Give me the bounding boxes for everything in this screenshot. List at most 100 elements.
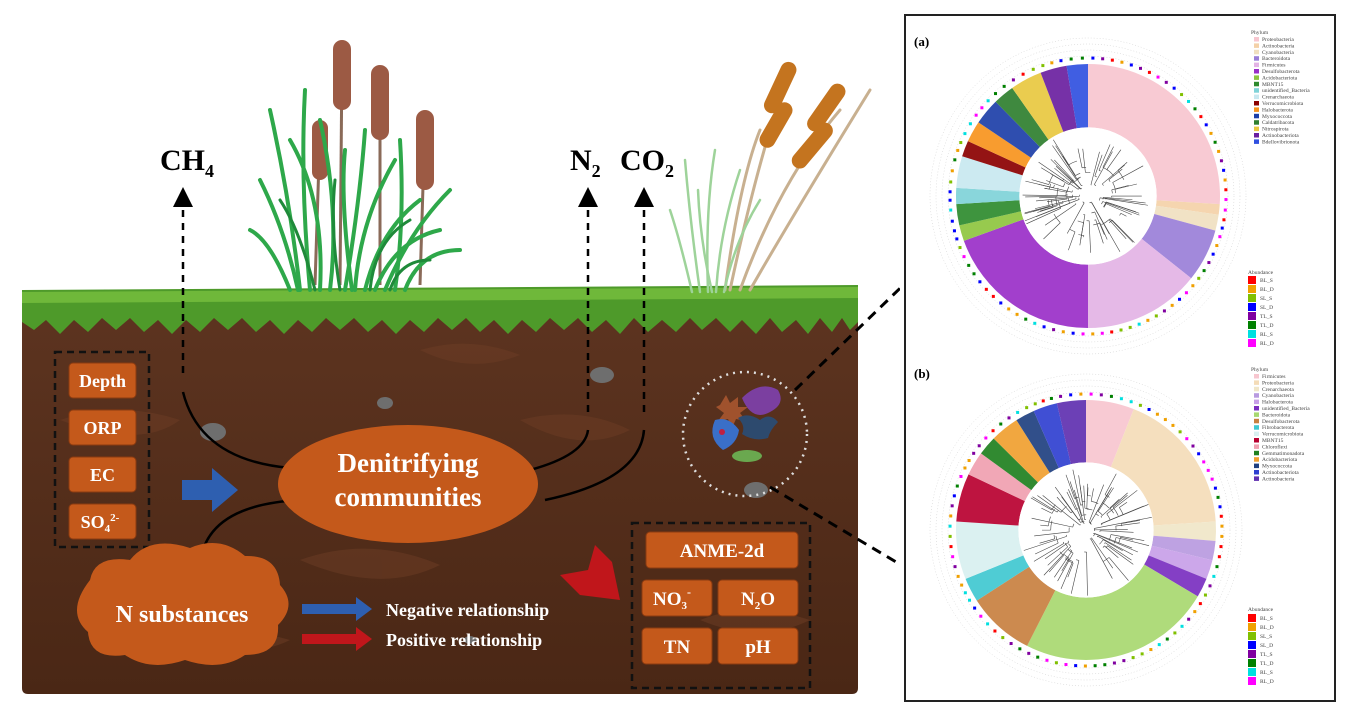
tree-branch [1042, 520, 1053, 531]
tree-branch [1086, 220, 1091, 253]
phylum-legend-swatch [1254, 374, 1259, 379]
abundance-mark [1007, 416, 1011, 420]
abundance-mark [1122, 659, 1126, 663]
tree-branch [1035, 194, 1073, 202]
abundance-mark [953, 158, 957, 162]
phylum-legend-label: Actinobacteria [1262, 476, 1295, 482]
tree-branch [1104, 542, 1132, 561]
abundance-mark [1178, 297, 1182, 301]
legend-positive-arrow [302, 627, 372, 651]
abundance-mark [1180, 624, 1184, 628]
abundance-legend-swatch [1248, 285, 1256, 293]
tree-a-label: (a) [914, 34, 929, 49]
tree-branch [1112, 165, 1144, 189]
phylum-legend-label: Bacteroidota [1262, 412, 1291, 418]
abundance-mark [948, 198, 952, 202]
tree-branch [1040, 516, 1051, 527]
soil-diagram: CH4 N2 CO2 Depth ORP EC SO42- Denitrifyi… [22, 40, 900, 694]
phylum-legend-label: Actinobacteriota [1262, 470, 1299, 476]
tree-branch [1093, 532, 1133, 549]
factor-no3: NO3- [653, 585, 691, 612]
abundance-mark [1054, 661, 1058, 665]
abundance-mark [1025, 406, 1029, 410]
phylum-wedge [956, 187, 1020, 205]
abundance-mark [1103, 663, 1107, 667]
phylum-legend-label: Proteobacteria [1262, 37, 1294, 43]
abundance-mark [1015, 312, 1019, 316]
abundance-mark [1138, 66, 1142, 70]
tree-branch [1054, 167, 1074, 184]
abundance-legend-swatch [1248, 321, 1256, 329]
tree-branch [1050, 159, 1082, 190]
abundance-mark [991, 294, 995, 298]
tree-a-phylum-title: Phylum [1251, 30, 1269, 36]
tree-branch [1048, 551, 1064, 573]
phylum-wedge [1155, 200, 1220, 215]
abundance-mark [1001, 636, 1005, 640]
abundance-mark [1187, 99, 1191, 103]
abundance-mark [1184, 291, 1188, 295]
factor-anme: ANME-2d [680, 541, 765, 562]
tree-branch [1105, 545, 1134, 565]
phylum-legend-swatch [1254, 412, 1259, 417]
abundance-mark [1021, 72, 1025, 76]
tree-branch [1044, 183, 1051, 190]
tree-branch [1039, 534, 1056, 544]
tree-branch [1037, 204, 1054, 213]
tree-ring [941, 49, 1235, 343]
abundance-mark [962, 255, 966, 259]
phylum-legend-swatch [1254, 406, 1259, 411]
phylum-legend-label: Actinobacteria [1262, 43, 1295, 49]
phylum-legend-swatch [1254, 120, 1259, 125]
abundance-mark [948, 534, 952, 538]
tree-ring [947, 55, 1229, 337]
tree-branch [1099, 539, 1123, 552]
tree-branch [1086, 483, 1093, 511]
abundance-mark [1193, 610, 1197, 614]
tree-branch [1041, 507, 1055, 514]
positive-arrow-big [560, 545, 620, 600]
abundance-mark [952, 229, 956, 233]
phylum-legend-swatch [1254, 94, 1259, 100]
abundance-mark [1215, 565, 1219, 569]
factor-tn: TN [664, 637, 691, 658]
phylum-wedge [1012, 72, 1064, 140]
abundance-legend-swatch [1248, 294, 1256, 302]
abundance-mark [960, 583, 964, 587]
tree-branch [1066, 201, 1085, 234]
tree-branch [1106, 490, 1138, 520]
cattail-plant-right [668, 61, 872, 294]
tree-branch [1101, 505, 1144, 525]
abundance-mark [1119, 397, 1123, 401]
tree-branch [1044, 540, 1070, 560]
phylum-legend-swatch [1254, 37, 1259, 42]
abundance-mark [1218, 235, 1222, 239]
phylum-legend-swatch [1254, 393, 1259, 398]
abundance-mark [1027, 651, 1031, 655]
tree-branch [1102, 196, 1133, 201]
phylum-legend-label: Firmicutes [1262, 374, 1286, 380]
phylum-legend-swatch [1254, 450, 1259, 456]
tree-branch [1111, 185, 1129, 194]
abundance-mark [956, 148, 960, 152]
abundance-mark [1222, 168, 1226, 172]
phylum-legend-label: Verrucomicrobiota [1262, 101, 1304, 107]
tree-ring [935, 379, 1237, 681]
phylum-wedge [956, 200, 1022, 226]
abundance-mark [1137, 322, 1141, 326]
abundance-mark [1050, 61, 1054, 65]
tree-branch [1035, 536, 1059, 555]
tree-branch [1041, 167, 1065, 181]
abundance-mark [994, 92, 998, 96]
abundance-mark [1071, 331, 1075, 335]
abundance-legend-label: TL_S [1260, 314, 1273, 320]
abundance-mark [1207, 261, 1211, 265]
microbe-zoom-circle [681, 370, 809, 498]
abundance-mark [1180, 93, 1184, 97]
abundance-mark [1036, 655, 1040, 659]
phylum-wedge [956, 521, 1024, 579]
tree-branch [1112, 495, 1128, 516]
abundance-mark [1219, 514, 1223, 518]
abundance-mark [1074, 664, 1078, 668]
abundance-mark [1211, 252, 1215, 256]
